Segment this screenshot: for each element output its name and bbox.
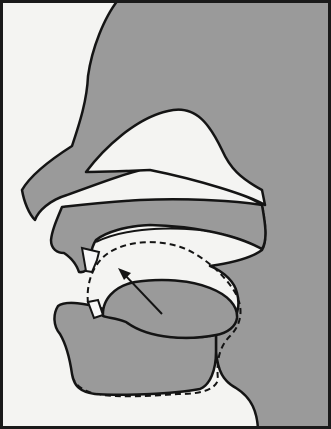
articulation-diagram	[0, 0, 331, 429]
diagram-canvas	[0, 0, 331, 429]
